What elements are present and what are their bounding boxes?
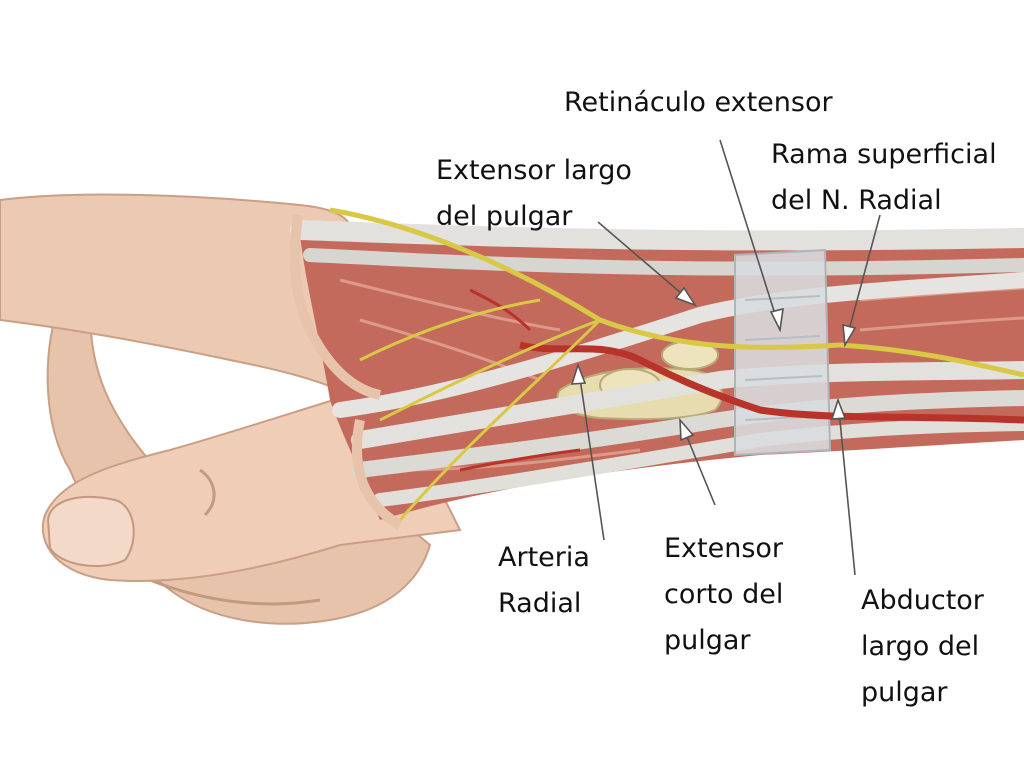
leader-tip-arteria	[570, 362, 587, 385]
thumb-knuckle	[199, 468, 216, 517]
muscle-fibers	[399, 448, 641, 472]
finger-crease	[149, 578, 321, 606]
nerve-branch	[359, 298, 541, 362]
skin-flap-edge	[290, 214, 382, 400]
label-line: pulgar	[861, 677, 948, 708]
label-line: pulgar	[664, 625, 751, 656]
label-retinaculo-extensor: Retináculo extensor	[564, 80, 833, 126]
label-line: Radial	[498, 588, 582, 619]
label-line: Abductor	[861, 585, 984, 616]
leader-tip-abductor	[830, 397, 847, 420]
label-extensor-corto-del-pulgar: Extensor corto del pulgar	[664, 526, 783, 664]
label-line: Arteria	[498, 542, 590, 573]
forearm-dissection	[290, 207, 1024, 530]
leader-line-extensor-largo	[597, 221, 696, 306]
nerve-branch	[379, 318, 601, 422]
label-line: Extensor largo	[436, 155, 632, 186]
muscle-fibers	[339, 278, 561, 332]
superficial-radial-nerve	[329, 207, 1024, 378]
label-line: largo del	[861, 631, 980, 662]
artery-branch	[469, 288, 532, 332]
leader-line-abductor	[837, 399, 856, 576]
label-line: corto del	[664, 579, 784, 610]
label-line: Extensor	[664, 533, 784, 564]
leader-line-retinaculo	[719, 139, 781, 331]
artery-branch	[459, 448, 581, 472]
retinaculum-band	[734, 248, 832, 457]
muscle-fibers	[859, 316, 1024, 332]
leader-tip-extensor-largo	[674, 286, 697, 307]
leader-tip-extensor-corto	[679, 417, 695, 442]
leader-tip-rama	[842, 323, 857, 348]
leader-line-rama	[844, 214, 881, 346]
label-rama-superficial: Rama superficial del N. Radial	[771, 132, 997, 224]
leader-tip-retinaculo	[769, 307, 784, 333]
nerve-branch	[398, 318, 602, 521]
radial-artery	[519, 341, 1024, 424]
label-arteria-radial: Arteria Radial	[498, 535, 590, 627]
retinaculum-fibers	[744, 295, 823, 421]
label-line: del pulgar	[436, 201, 573, 232]
label-line: Retináculo extensor	[564, 87, 833, 118]
label-abductor-largo-del-pulgar: Abductor largo del pulgar	[861, 578, 984, 716]
label-line: del N. Radial	[771, 185, 942, 216]
thumbnail	[46, 496, 135, 567]
skin-flap-edge	[352, 419, 403, 530]
leader-line-arteria	[577, 364, 605, 541]
label-extensor-largo-del-pulgar: Extensor largo del pulgar	[436, 148, 632, 240]
leader-lines	[570, 139, 881, 576]
label-line: Rama superficial	[771, 139, 997, 170]
